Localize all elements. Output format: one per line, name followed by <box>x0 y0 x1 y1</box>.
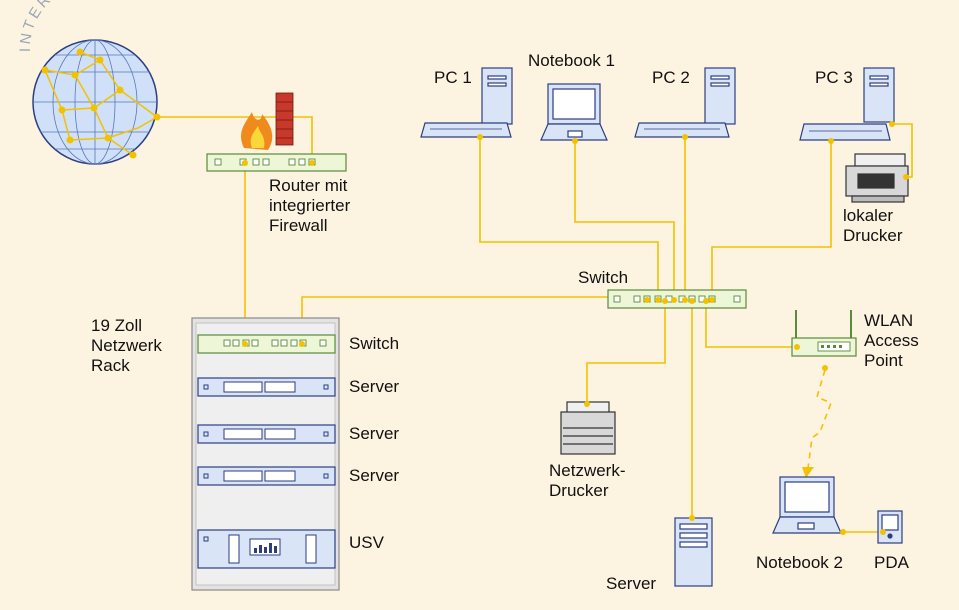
wireless-arrow-icon <box>802 467 814 478</box>
server-label: Server <box>606 574 657 593</box>
pc2-label: PC 2 <box>652 68 690 87</box>
cable-pc1 <box>479 137 659 300</box>
rack-unit-label-switch: Switch <box>349 334 400 353</box>
notebook2-icon <box>772 476 842 534</box>
wlan-label: WLAN Access Point <box>864 311 919 370</box>
rack-unit-label-server-1: Server <box>349 377 400 396</box>
rack-unit-label-server-2: Server <box>349 424 400 443</box>
pc1-icon <box>420 67 513 138</box>
local-printer-label: lokaler Drucker <box>843 206 903 245</box>
network-printer-label: Netzwerk- Drucker <box>549 461 626 500</box>
rack-server-unit-3 <box>197 466 336 486</box>
pda-icon <box>877 510 903 544</box>
cable-notebook1 <box>574 141 675 300</box>
rack-ups-unit <box>197 529 336 569</box>
server-tower-icon <box>674 517 713 587</box>
local-printer-icon <box>845 153 909 203</box>
cable-wlan <box>705 301 797 348</box>
firewall-icon <box>241 92 294 150</box>
wlan-access-point-icon <box>791 310 857 357</box>
rack-server-unit-2 <box>197 424 336 444</box>
pc2-icon <box>634 67 736 138</box>
switch-label: Switch <box>578 268 629 287</box>
internet-globe-icon <box>32 39 161 165</box>
router-label: Router mit integrierter Firewall <box>269 176 351 235</box>
notebook1-icon <box>540 83 608 141</box>
rack-server-unit-1 <box>197 377 336 397</box>
cable-internet-router <box>157 116 313 162</box>
cable-pc3 <box>711 141 832 300</box>
pc3-icon <box>799 67 895 141</box>
pda-label: PDA <box>874 553 909 572</box>
notebook2-label: Notebook 2 <box>756 553 843 572</box>
rack-unit-label-server-3: Server <box>349 466 400 485</box>
notebook1-label: Notebook 1 <box>528 51 615 70</box>
network-printer-icon <box>560 401 616 455</box>
rack-label: 19 Zoll Netzwerk Rack <box>91 316 162 375</box>
rack-unit-label-usv: USV <box>349 533 384 552</box>
cable-printer-network <box>586 301 666 404</box>
pc1-label: PC 1 <box>434 68 472 87</box>
rack-switch-unit <box>197 334 336 354</box>
pc3-label: PC 3 <box>815 68 853 87</box>
router-icon <box>206 153 347 172</box>
wireless-link <box>807 369 833 469</box>
switch-icon <box>607 289 747 309</box>
network-rack <box>191 317 340 591</box>
